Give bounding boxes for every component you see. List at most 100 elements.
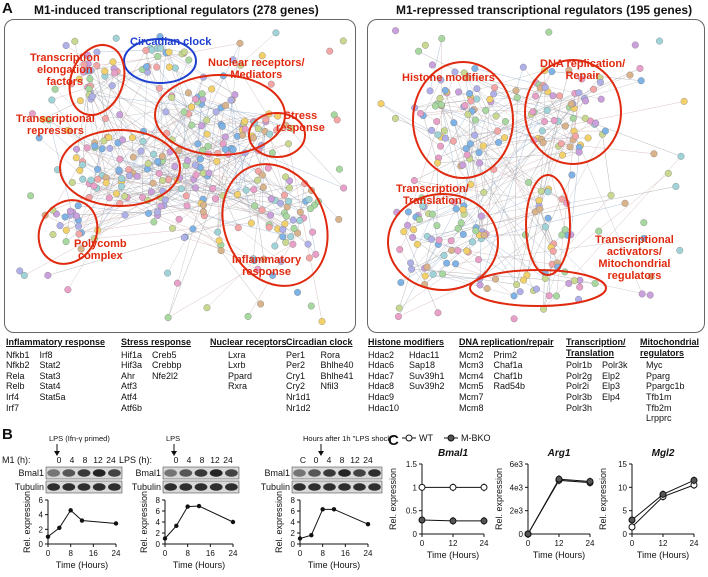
- network-node: [119, 136, 126, 144]
- gene-name: Polr3b: [566, 391, 593, 402]
- network-edge: [92, 52, 167, 97]
- network-edge: [285, 125, 344, 189]
- network-node: [449, 137, 457, 145]
- x-tick-label: 24: [229, 549, 238, 558]
- network-edge: [489, 99, 574, 141]
- network-node: [576, 283, 584, 291]
- network-edge: [82, 161, 122, 179]
- gene-name: Nfil3: [320, 381, 339, 392]
- cluster-circadian-clock: Circadian clock: [130, 36, 212, 48]
- network-node: [333, 116, 341, 124]
- network-node: [550, 117, 558, 124]
- network-edge: [201, 103, 259, 129]
- network-node: [495, 138, 503, 146]
- network-edge: [157, 215, 220, 241]
- y-tick-label: 5: [623, 507, 628, 516]
- network-node: [279, 226, 287, 233]
- network-node: [452, 205, 460, 213]
- network-node: [287, 233, 295, 241]
- network-edge: [543, 264, 553, 310]
- network-edge: [441, 104, 475, 110]
- network-node: [215, 237, 223, 245]
- network-node: [189, 225, 197, 233]
- network-node: [459, 230, 467, 238]
- network-node: [463, 247, 471, 255]
- network-node: [129, 153, 137, 161]
- network-edge: [66, 164, 196, 231]
- network-node: [250, 134, 257, 142]
- network-edge: [160, 197, 271, 216]
- gene-name: Creb5: [152, 349, 177, 360]
- network-node: [212, 108, 220, 116]
- network-edge: [78, 205, 158, 216]
- network-edge: [543, 267, 558, 310]
- network-node: [650, 150, 658, 158]
- data-point: [297, 536, 303, 541]
- network-node: [242, 186, 250, 194]
- network-node: [421, 41, 429, 49]
- network-node: [426, 87, 434, 95]
- y-tick-label: 0: [291, 540, 296, 549]
- network-node: [86, 75, 94, 83]
- treatment-label: M1 (h):: [2, 455, 31, 465]
- network-edge: [117, 71, 123, 140]
- network-node: [519, 63, 527, 71]
- network-node: [62, 226, 70, 234]
- network-node: [529, 108, 537, 116]
- network-node: [510, 292, 518, 300]
- y-tick-label: 15: [618, 460, 627, 469]
- network-node: [285, 197, 293, 205]
- network-node: [267, 211, 275, 219]
- network-node: [296, 217, 304, 225]
- network-edge: [96, 188, 161, 198]
- data-point: [628, 516, 636, 524]
- arrow-head: [171, 451, 177, 456]
- data-point: [449, 517, 457, 525]
- network-node: [62, 238, 70, 246]
- network-node: [541, 83, 549, 91]
- gene-name: Stat2: [39, 360, 61, 371]
- network-node: [410, 226, 418, 234]
- y-tick-label: 6e3: [510, 460, 524, 469]
- gene-name: Polr1b: [566, 360, 593, 371]
- data-point: [690, 476, 698, 484]
- network-node: [109, 58, 117, 66]
- network-node: [595, 227, 603, 235]
- network-node: [208, 85, 216, 93]
- network-node: [177, 185, 185, 193]
- gene-name: Relb: [6, 381, 25, 392]
- network-node: [194, 140, 202, 148]
- network-edge: [156, 67, 316, 255]
- network-node: [428, 210, 436, 218]
- network-node: [680, 97, 688, 105]
- network-node: [213, 157, 221, 165]
- network-node: [169, 224, 176, 232]
- network-edge: [380, 103, 441, 147]
- network-edge: [466, 250, 553, 265]
- network-edge: [51, 99, 107, 178]
- y-tick-label: 0: [519, 530, 524, 539]
- network-edge: [153, 133, 167, 222]
- network-edge: [65, 134, 208, 242]
- network-node: [533, 285, 540, 293]
- network-node: [538, 127, 546, 135]
- network-node: [204, 142, 212, 150]
- network-node: [438, 35, 446, 43]
- data-point: [659, 490, 667, 498]
- network-node: [457, 219, 465, 227]
- network-node: [434, 309, 442, 317]
- network-node: [285, 140, 292, 148]
- blot-band: [62, 469, 76, 477]
- network-node: [536, 205, 544, 213]
- blot-band: [293, 469, 306, 477]
- cluster-histone-modifiers: Histone modifiers: [402, 72, 495, 84]
- network-edge: [422, 152, 580, 207]
- network-node: [64, 126, 72, 134]
- network-edge: [168, 51, 236, 95]
- network-node: [150, 218, 158, 226]
- network-node: [276, 199, 284, 207]
- network-node: [404, 208, 412, 216]
